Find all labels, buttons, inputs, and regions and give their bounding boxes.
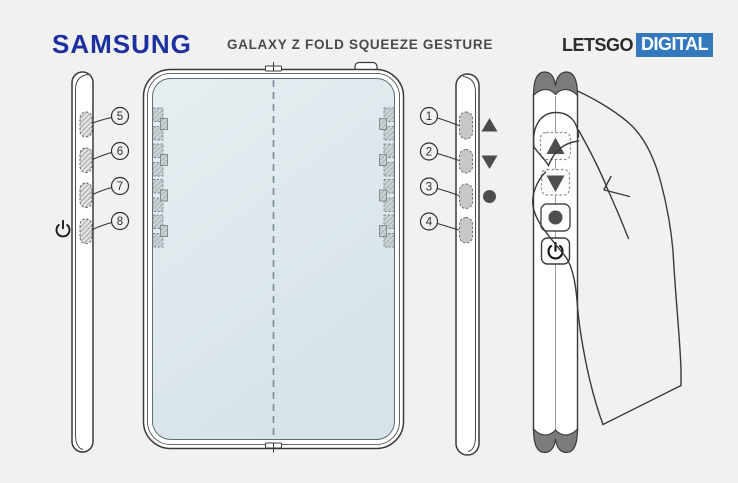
left-side-view: 5 6 7 8 bbox=[55, 71, 130, 453]
volume-up-icon bbox=[481, 118, 498, 132]
foldable-screen bbox=[152, 78, 395, 440]
callout-2-number: 2 bbox=[426, 147, 432, 159]
leader-line-7 bbox=[92, 187, 112, 195]
pressure-sensor bbox=[379, 214, 395, 248]
wrist-cuff bbox=[602, 384, 682, 426]
select-dot-icon bbox=[483, 190, 496, 203]
pressure-sensor bbox=[379, 179, 395, 212]
leader-line-5 bbox=[92, 117, 112, 124]
callout-2: 2 bbox=[419, 142, 439, 161]
letsgo-digital-logo: LETSGO DIGITAL bbox=[562, 33, 714, 57]
callout-4: 4 bbox=[419, 212, 439, 231]
power-icon bbox=[55, 219, 71, 238]
samsung-logo: SAMSUNG bbox=[52, 29, 192, 59]
pressure-sensor bbox=[152, 179, 168, 212]
top-hinge-marker bbox=[265, 62, 282, 72]
callout-1-number: 1 bbox=[426, 111, 432, 123]
callout-5: 5 bbox=[110, 106, 130, 126]
leader-line-4 bbox=[437, 223, 460, 231]
spine-button-volume-up bbox=[539, 131, 572, 161]
figure-title: GALAXY Z FOLD SQUEEZE GESTURE bbox=[226, 37, 494, 52]
callout-3-number: 3 bbox=[426, 182, 432, 194]
bottom-hinge-marker bbox=[265, 442, 282, 453]
palm-crease bbox=[603, 189, 631, 198]
volume-down-icon bbox=[546, 175, 565, 192]
hand-grip-view bbox=[532, 71, 682, 454]
callout-3: 3 bbox=[419, 177, 439, 196]
pressure-sensor bbox=[152, 214, 168, 248]
palm-crease bbox=[603, 175, 612, 191]
folded-hinge-bottom bbox=[532, 428, 579, 454]
left-side-inner-contour bbox=[75, 74, 89, 450]
digital-badge: DIGITAL bbox=[636, 33, 714, 57]
pressure-sensor bbox=[152, 143, 168, 177]
thumb-palm-boundary bbox=[577, 129, 630, 240]
thumb-web-curve bbox=[532, 171, 568, 259]
hand-outer-edge bbox=[576, 90, 682, 387]
callout-5-number: 5 bbox=[117, 111, 123, 123]
hand-outline bbox=[532, 90, 682, 426]
select-dot-icon bbox=[548, 210, 563, 225]
callout-7: 7 bbox=[110, 176, 130, 196]
callout-4-number: 4 bbox=[426, 217, 433, 229]
pressure-sensor bbox=[379, 107, 395, 141]
front-view bbox=[142, 61, 405, 453]
leader-line-3 bbox=[437, 188, 460, 196]
right-side-inner-contour bbox=[462, 76, 476, 452]
folded-hinge-top bbox=[532, 71, 579, 97]
thumb bbox=[532, 111, 580, 168]
callout-1: 1 bbox=[419, 106, 439, 126]
squeeze-button-3 bbox=[459, 183, 473, 209]
callout-6-number: 6 bbox=[117, 146, 123, 158]
squeeze-button-2 bbox=[459, 149, 473, 174]
leader-line-8 bbox=[92, 222, 112, 230]
spine-button-select bbox=[540, 203, 571, 232]
letsgo-text: LETSGO bbox=[562, 34, 634, 55]
screen-pressure-sensors-right bbox=[379, 107, 395, 248]
screen-pressure-sensors-left bbox=[152, 107, 168, 248]
hand-inner-edge bbox=[565, 257, 604, 426]
callout-8-number: 8 bbox=[117, 216, 123, 228]
leader-line-6 bbox=[92, 152, 112, 160]
right-side-view: 1 2 3 4 bbox=[419, 73, 498, 456]
pressure-sensor bbox=[379, 143, 395, 177]
squeeze-button-4 bbox=[459, 217, 473, 244]
callout-6: 6 bbox=[110, 141, 130, 161]
callout-8: 8 bbox=[110, 211, 130, 231]
squeeze-sensor-6 bbox=[79, 147, 93, 173]
leader-line-2 bbox=[437, 153, 460, 161]
squeeze-button-1 bbox=[459, 111, 473, 140]
leader-line-1 bbox=[437, 117, 460, 126]
pressure-sensor bbox=[152, 107, 168, 141]
squeeze-sensor-5 bbox=[79, 111, 93, 138]
callout-7-number: 7 bbox=[117, 181, 123, 193]
volume-up-icon bbox=[546, 137, 565, 154]
squeeze-sensor-8 bbox=[79, 218, 93, 244]
spine-button-power bbox=[540, 237, 571, 265]
volume-down-icon bbox=[481, 155, 498, 169]
spine-button-volume-down bbox=[540, 168, 571, 196]
squeeze-sensor-7 bbox=[79, 182, 93, 208]
